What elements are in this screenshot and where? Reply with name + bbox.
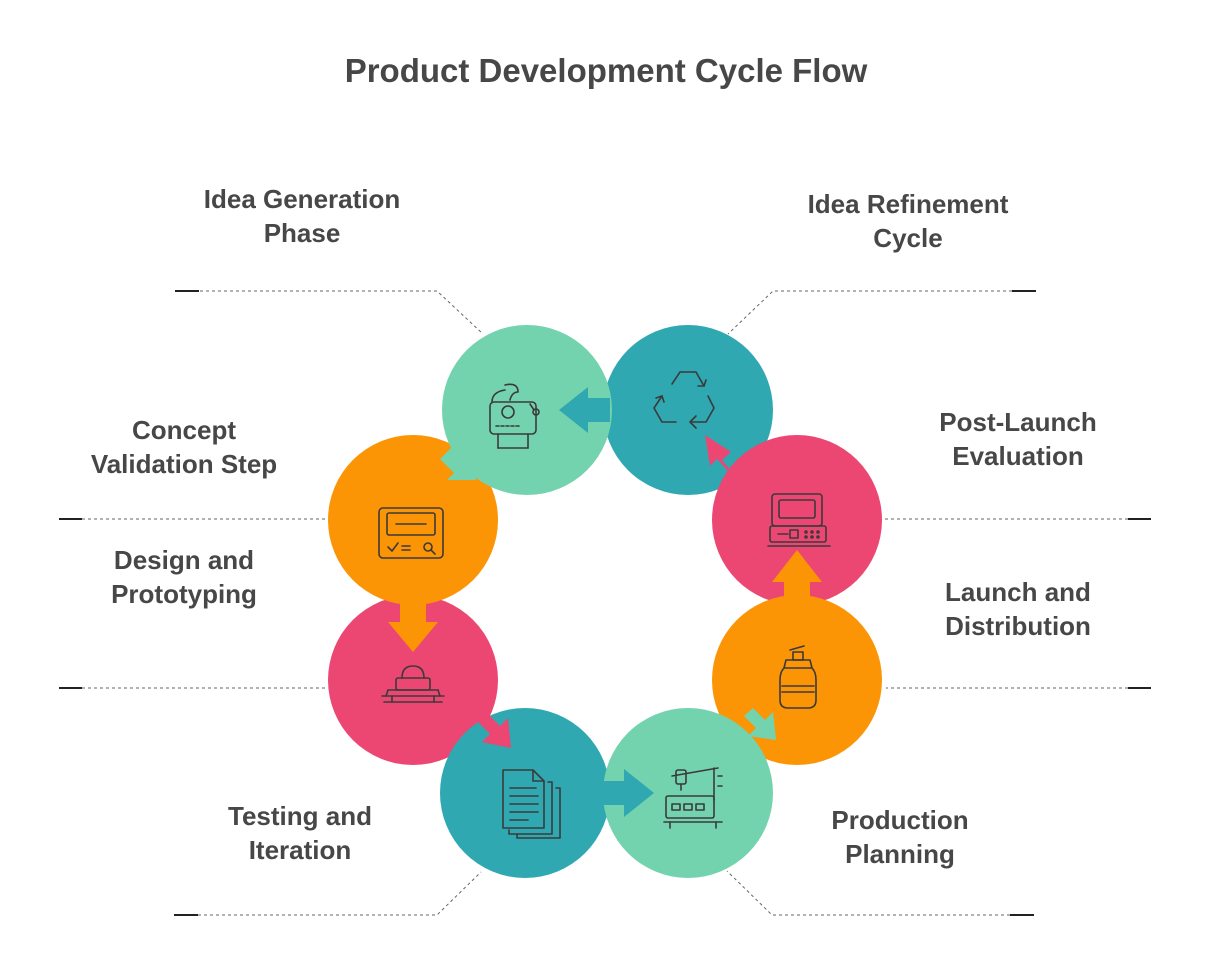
stage-circle-design-prototyping [328, 595, 498, 765]
idea-sketch-icon [489, 383, 540, 449]
leader-lines [82, 290, 1128, 916]
stage-label-production-planning: Production Planning [831, 805, 969, 869]
stage-label-testing-iteration: Testing and Iteration [228, 801, 372, 865]
documents-icon [502, 769, 561, 839]
stage-label-launch-distribution: Launch and Distribution [945, 577, 1091, 641]
page-title: Product Development Cycle Flow [344, 52, 868, 89]
prototype-press-icon [381, 665, 445, 703]
stage-circle-idea-generation [442, 325, 612, 495]
stage-circle-testing-iteration [440, 708, 610, 878]
leader-ends [59, 290, 1151, 916]
leader-testing-iteration [198, 871, 482, 916]
validation-device-icon [378, 507, 444, 559]
gas-cylinder-icon [779, 645, 817, 709]
stage-circle-production-planning [603, 708, 773, 878]
stage-label-design-prototyping: Design and Prototyping [111, 545, 257, 609]
stage-label-concept-validation: Concept Validation Step [90, 415, 278, 479]
computer-terminal-icon [767, 493, 831, 547]
arrow-launch-to-postlaunch [772, 550, 822, 600]
arrow-prototyping-to-testing [477, 713, 511, 748]
arrow-generation-to-validation [440, 446, 476, 480]
leader-idea-generation [200, 290, 484, 335]
recycle-icon [653, 371, 715, 429]
arrow-validation-to-prototyping [388, 604, 438, 652]
stage-label-idea-refinement: Idea Refinement Cycle [807, 189, 1009, 253]
arrow-refinement-to-generation [559, 387, 610, 433]
leader-production-planning [726, 870, 1010, 916]
arrow-production-to-launch [744, 708, 776, 740]
stage-label-idea-generation: Idea Generation Phase [203, 184, 401, 248]
stage-circle-idea-refinement [603, 325, 773, 495]
stage-label-post-launch: Post-Launch Evaluation [939, 407, 1097, 471]
arrow-postlaunch-to-refinement [705, 435, 734, 474]
machine-icon [663, 767, 723, 829]
leader-idea-refinement [727, 290, 1012, 335]
stage-circle-post-launch [712, 435, 882, 605]
arrow-testing-to-production [603, 769, 654, 817]
